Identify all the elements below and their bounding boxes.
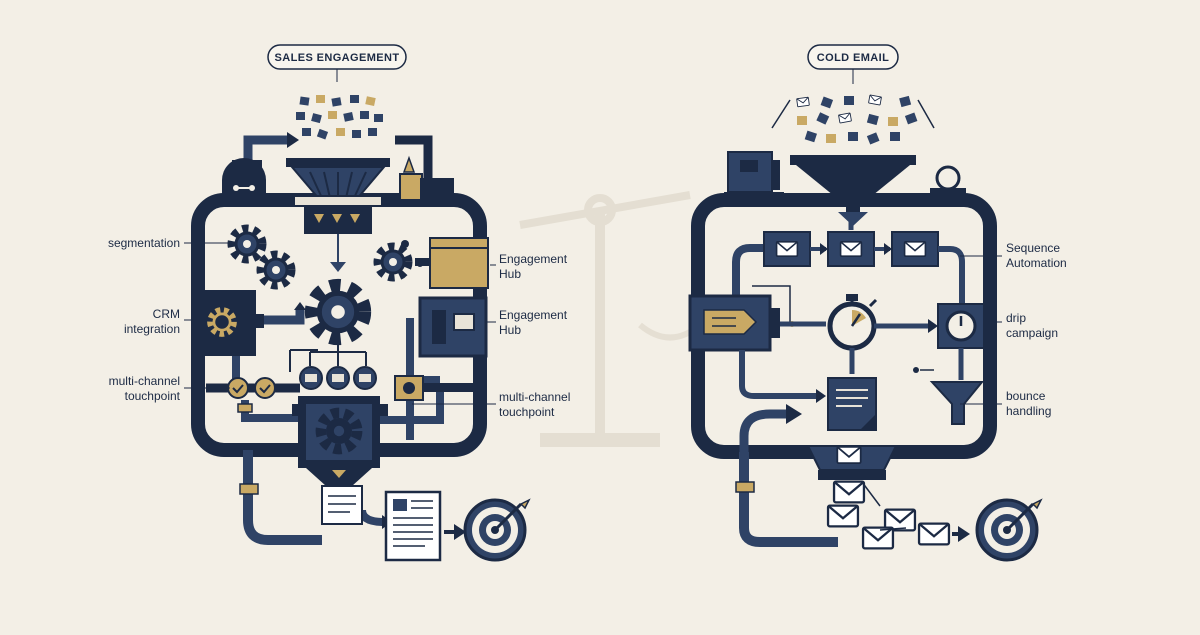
engagement-hub-box (415, 237, 489, 289)
envelope-icon (836, 445, 862, 465)
envelope-stack (826, 480, 951, 550)
leads-scatter (296, 95, 383, 140)
check-node-row (299, 366, 377, 390)
diagram-title-cold: COLD EMAIL (817, 52, 889, 64)
robot-head-icon (222, 158, 266, 200)
stopwatch-icon (780, 294, 938, 374)
envelope-scatter (796, 94, 918, 145)
processor-box (292, 392, 444, 486)
envelope-icon (775, 241, 799, 258)
output-pipe-right (739, 452, 838, 547)
title-pill-sales: SALES ENGAGEMENT (267, 44, 407, 70)
document-icon (739, 350, 877, 431)
leader-lines-left (184, 242, 496, 405)
status-light-icon (930, 165, 966, 200)
document-icon (321, 485, 442, 562)
funnel-icon (790, 155, 916, 226)
touchpoint-nodes-left (206, 377, 300, 422)
gear-icon (232, 229, 262, 259)
drip-gauge-icon (937, 303, 985, 380)
gear-icon (378, 247, 408, 277)
crm-block (198, 290, 306, 382)
output-bin (806, 445, 898, 480)
tag-box (688, 285, 795, 352)
label-segmentation: segmentation (108, 236, 180, 250)
sequence-row (732, 216, 965, 304)
funnel-icon (286, 158, 390, 234)
bounce-filter-icon (913, 367, 985, 425)
output-pipe-left (243, 450, 322, 545)
title-pill-cold: COLD EMAIL (807, 44, 899, 70)
gear-icon (261, 255, 291, 285)
gear-icon (313, 287, 364, 338)
loop-pipe (739, 409, 790, 476)
sales-engagement-diagram: SALES ENGAGEMENT (184, 44, 531, 562)
cold-email-diagram: COLD EMAIL (688, 44, 1043, 562)
envelope-icon (839, 241, 863, 258)
target-icon (975, 498, 1043, 562)
touchpoint-connector (394, 375, 473, 401)
leader-lines-right (960, 255, 1002, 405)
server-icon (724, 151, 784, 202)
pencil-icon (399, 155, 454, 201)
target-icon (463, 498, 531, 562)
envelope-icon (903, 241, 927, 258)
diagram-title-sales: SALES ENGAGEMENT (275, 52, 400, 64)
